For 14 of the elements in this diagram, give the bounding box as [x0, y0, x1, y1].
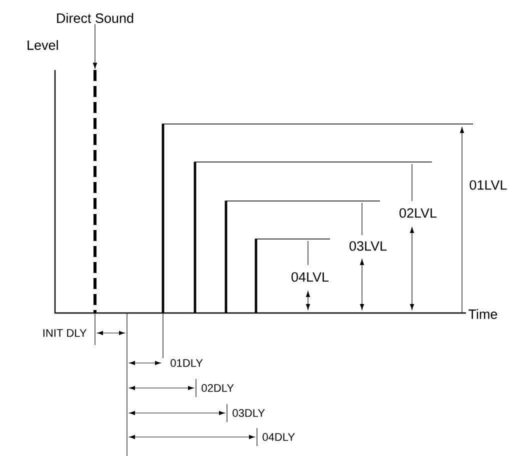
axis-label: Level: [28, 40, 58, 50]
dimension-label: 04DLY: [262, 433, 295, 441]
dimension-label: 02DLY: [202, 384, 234, 392]
annotation-text: Direct Sound: [57, 13, 134, 23]
leader-arrow: [92, 24, 98, 69]
axis-label: Time: [468, 309, 498, 319]
dashed-pulse: [94, 70, 96, 313]
dimension-label: INIT DLY: [43, 329, 87, 337]
dimension-label: 04LVL: [292, 272, 329, 282]
dimension-label: 02LVL: [400, 208, 437, 218]
dimension-label: 01DLY: [170, 359, 203, 367]
dimension-label: 03DLY: [232, 409, 265, 417]
dimension-label: 03LVL: [350, 241, 387, 251]
dimension-label: 01LVL: [470, 180, 507, 190]
